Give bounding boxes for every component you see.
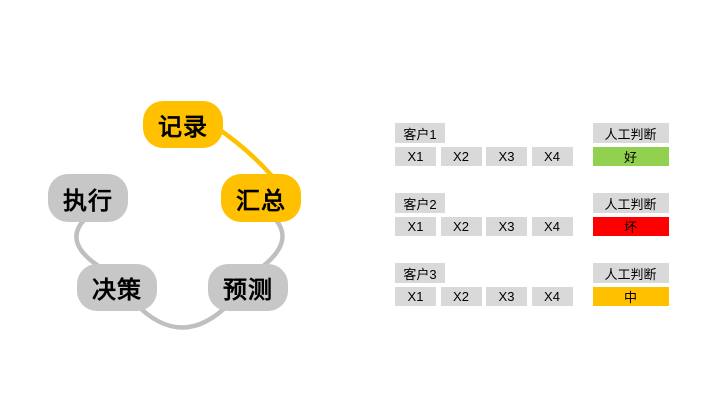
feature-cell-x4: X4 [531,147,573,166]
feature-cell-x2: X2 [440,287,482,306]
judgment-value: 坏 [592,217,669,236]
cycle-node-decide-label: 决策 [92,277,142,304]
cycle-node-record: 记录 [143,101,223,148]
cycle-node-predict: 预测 [208,264,288,311]
judgment-header: 人工判断 [592,123,669,143]
feature-cell-x3: X3 [486,287,527,306]
cycle-node-predict-label: 预测 [223,277,273,304]
feature-cell-x1: X1 [395,287,436,306]
judgment-value: 中 [592,287,669,306]
feature-cell-x4: X4 [531,217,573,236]
feature-cell-x1: X1 [395,147,436,166]
customer-table-2: 客户2 人工判断 X1 X2 X3 X4 坏 [395,193,669,236]
judgment-header: 人工判断 [592,193,669,213]
connector-record-summarize [211,123,275,179]
connector-decide-execute [74,217,103,270]
customer-table-1: 客户1 人工判断 X1 X2 X3 X4 好 [395,123,669,166]
connector-summarize-predict [259,217,285,270]
feature-cell-x3: X3 [486,147,527,166]
customer-table-3: 客户3 人工判断 X1 X2 X3 X4 中 [395,263,669,306]
customer-name: 客户1 [395,123,445,143]
cycle-node-execute: 执行 [48,174,128,222]
customer-name: 客户3 [395,263,445,283]
feature-cell-x1: X1 [395,217,436,236]
feature-cell-x2: X2 [440,147,482,166]
feature-cell-x4: X4 [531,287,573,306]
feature-cell-x2: X2 [440,217,482,236]
customer-name: 客户2 [395,193,445,213]
feature-cell-x3: X3 [486,217,527,236]
cycle-node-decide: 决策 [77,264,157,311]
judgment-header: 人工判断 [592,263,669,283]
connector-predict-decide [132,300,233,330]
cycle-node-summarize: 汇总 [221,174,301,222]
judgment-value: 好 [592,147,669,166]
cycle-node-execute-label: 执行 [63,187,113,215]
cycle-node-record-label: 记录 [158,114,208,141]
cycle-node-summarize-label: 汇总 [236,187,286,215]
